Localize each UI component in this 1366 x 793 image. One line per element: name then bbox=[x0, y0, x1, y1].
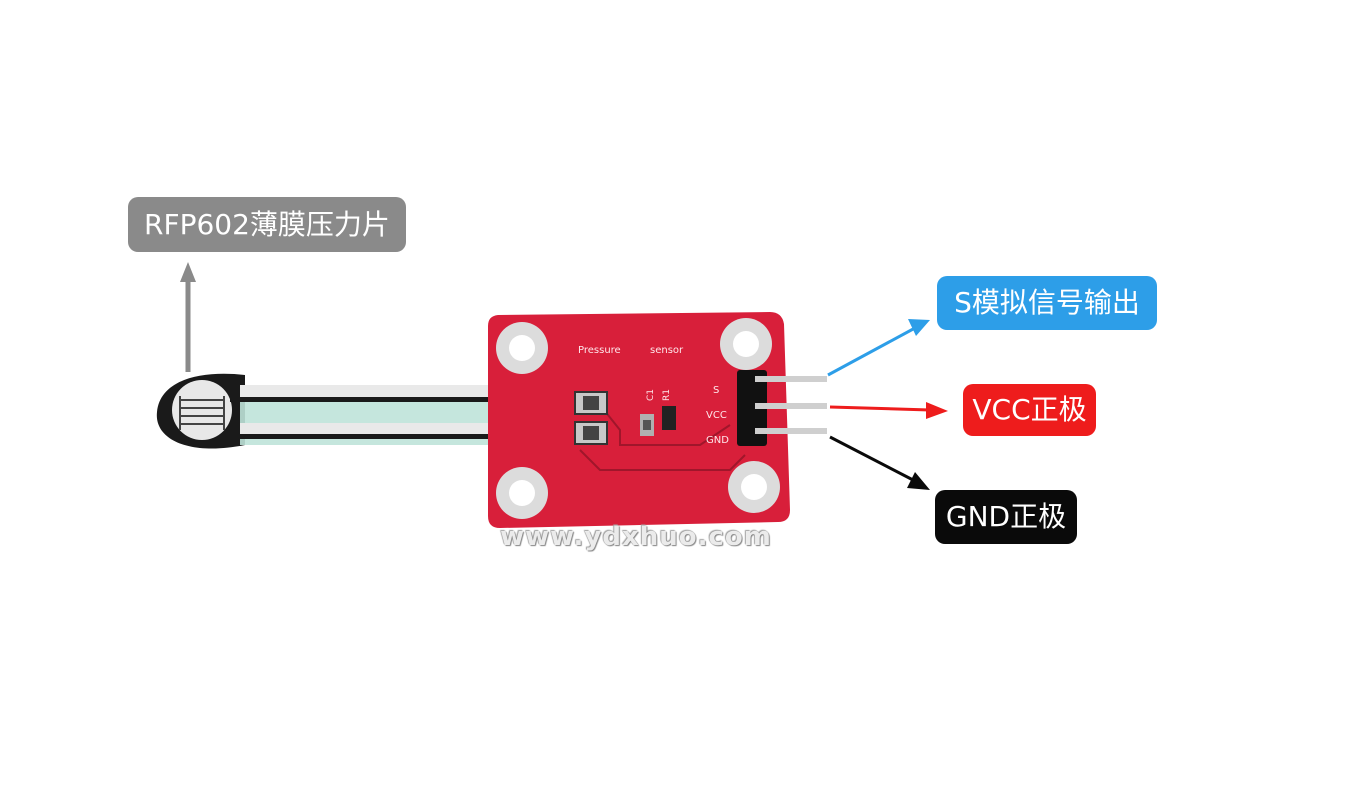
component-label-c1: C1 bbox=[646, 389, 656, 401]
pin-label-s: S bbox=[713, 385, 719, 396]
mounting-hole bbox=[728, 461, 780, 513]
gnd-label: GND正极 bbox=[935, 490, 1077, 544]
component-label-r1: R1 bbox=[662, 389, 672, 401]
board-title-right: sensor bbox=[650, 345, 684, 356]
signal-arrow bbox=[827, 319, 930, 377]
film-sensor bbox=[156, 373, 245, 449]
film-label: RFP602薄膜压力片 bbox=[128, 197, 406, 252]
pcb-board: Pressure sensor S VCC GND C1 R1 bbox=[488, 312, 827, 528]
gnd-arrow bbox=[829, 435, 930, 490]
signal-label: S模拟信号输出 bbox=[937, 276, 1157, 330]
watermark: www.ydxhuo.com bbox=[500, 522, 772, 552]
vcc-arrow bbox=[829, 402, 948, 419]
film-arrow bbox=[180, 262, 196, 372]
board-title-left: Pressure bbox=[578, 345, 621, 356]
mounting-hole bbox=[496, 467, 548, 519]
vcc-label: VCC正极 bbox=[963, 384, 1096, 436]
mounting-hole bbox=[496, 322, 548, 374]
mounting-hole bbox=[720, 318, 772, 370]
pin-label-vcc: VCC bbox=[706, 410, 727, 421]
pin-label-gnd: GND bbox=[706, 435, 729, 446]
